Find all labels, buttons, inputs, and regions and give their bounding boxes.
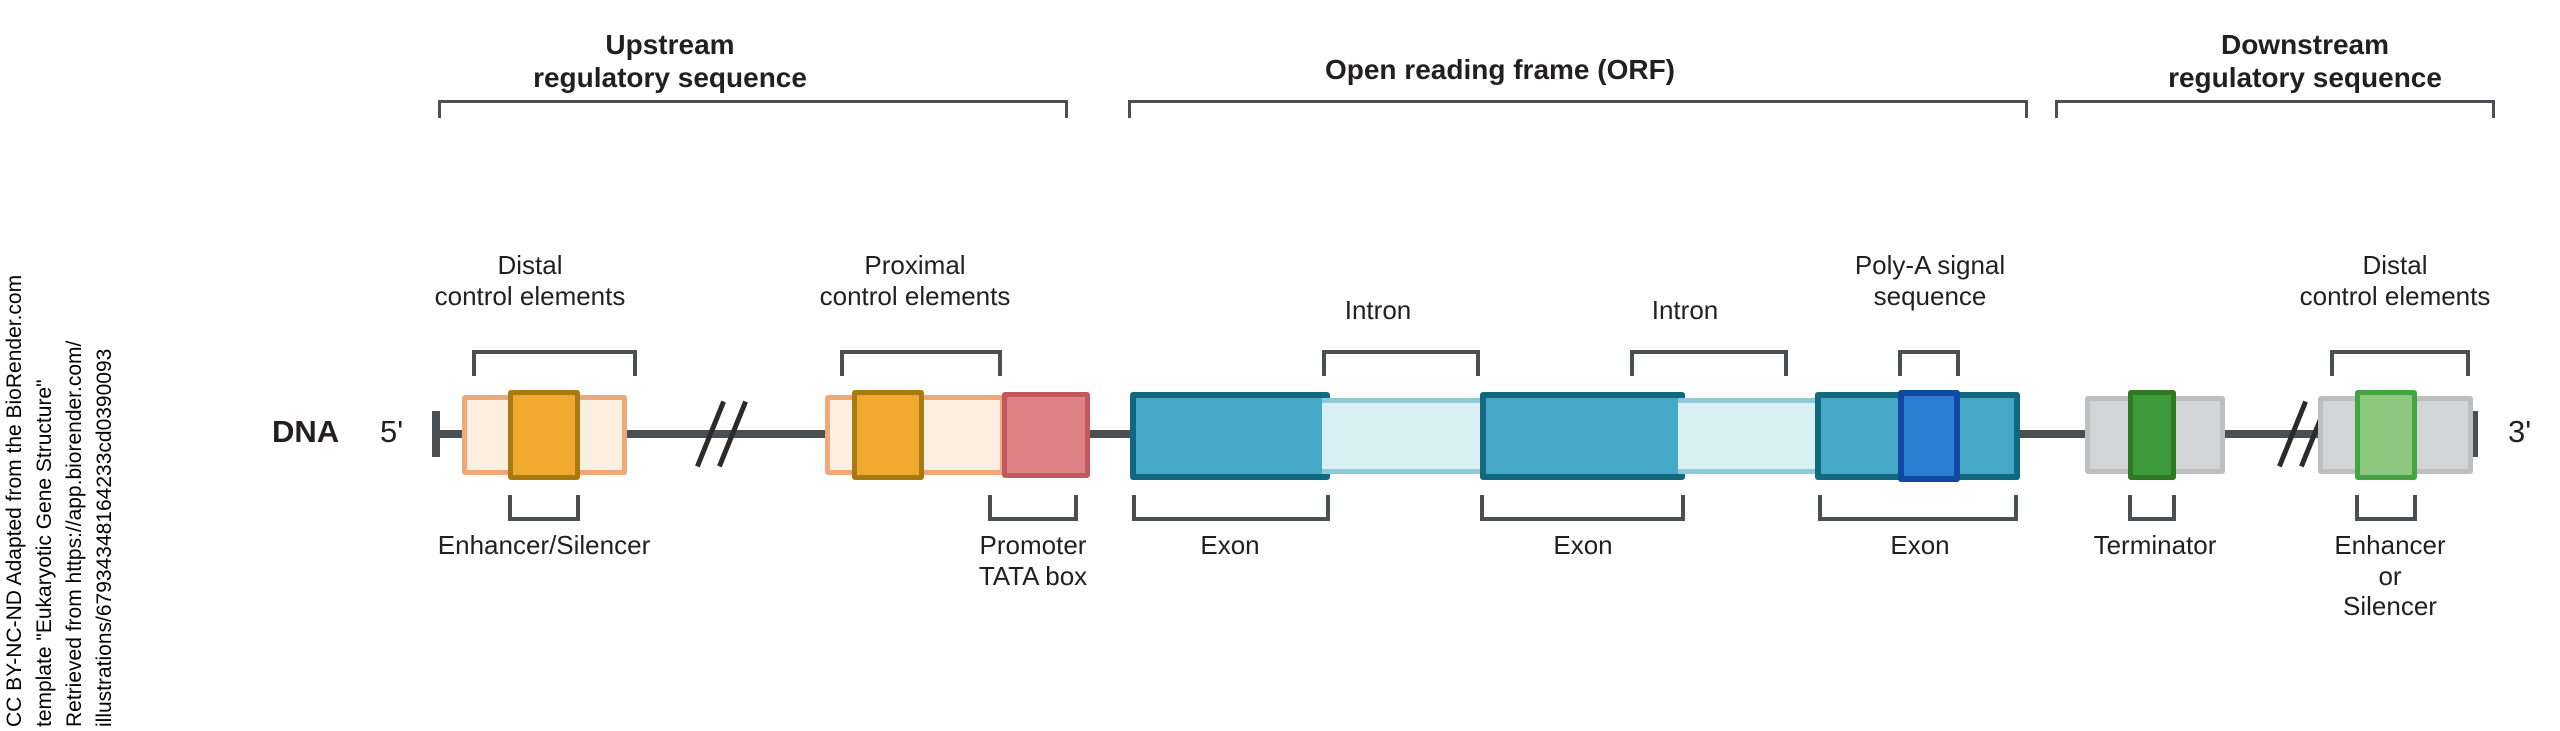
section-heading-upstream: Upstream regulatory sequence <box>533 29 807 94</box>
five-prime-cap <box>432 411 440 457</box>
callout-bracket-distal-left <box>472 350 637 376</box>
callout-bracket-polya <box>1898 350 1960 376</box>
callout-bracket-proximal <box>840 350 1002 376</box>
proximal-control-element <box>852 390 924 480</box>
three-prime-label: 3' <box>2508 414 2532 449</box>
section-bracket-upstream <box>438 100 1068 118</box>
callout-label-exon-3: Exon <box>1890 530 1950 560</box>
dna-line-segment-1 <box>438 430 498 438</box>
dna-line-segment-5 <box>2222 430 2422 438</box>
promoter-tata-box <box>1002 392 1090 478</box>
section-heading-downstream: Downstream regulatory sequence <box>2168 29 2442 94</box>
callout-label-proximal-control-elements: Proximal control elements <box>819 250 1011 311</box>
callout-label-distal-control-elements-left: Distal control elements <box>434 250 626 311</box>
distal-control-elements-box-right <box>2318 396 2473 474</box>
polya-signal-sequence-box <box>1898 390 1960 482</box>
terminator-box <box>2085 396 2225 474</box>
intron-2-box <box>1678 398 1823 474</box>
dna-line-segment-2 <box>620 430 825 438</box>
callout-bracket-intron-1 <box>1322 350 1480 376</box>
section-heading-orf: Open reading frame (ORF) <box>1324 54 1676 85</box>
callout-label-enhancer-or-silencer: Enhancer or Silencer <box>2334 530 2446 622</box>
dna-line-segment-4 <box>2020 430 2090 438</box>
attribution-line-4: illustrations/67934348164233cd0390093 <box>93 348 116 727</box>
dna-line-segment-3 <box>1060 430 1130 438</box>
enhancer-silencer-element-right <box>2355 390 2417 480</box>
callout-bracket-exon-1 <box>1132 495 1330 521</box>
callout-label-intron-2: Intron <box>1651 295 1719 325</box>
five-prime-label: 5' <box>380 414 404 449</box>
proximal-control-elements-box <box>825 395 1005 475</box>
terminator-element <box>2128 390 2176 480</box>
dna-break-mark-1 <box>695 399 754 469</box>
attribution-line-3: Retrieved from https://app.biorender.com… <box>63 340 86 727</box>
callout-bracket-promoter-tata <box>988 495 1078 521</box>
callout-label-exon-1: Exon <box>1200 530 1260 560</box>
callout-label-exon-2: Exon <box>1553 530 1613 560</box>
dna-line-segment-6 <box>2414 430 2474 438</box>
callout-bracket-distal-right <box>2330 350 2470 376</box>
three-prime-cap <box>2470 411 2478 457</box>
dna-break-mark-2 <box>2277 399 2336 469</box>
callout-label-polya-signal-sequence: Poly-A signal sequence <box>1854 250 2006 311</box>
attribution-text: CC BY-NC-ND Adapted from the BioRender.c… <box>0 0 116 731</box>
distal-control-elements-box-left <box>462 395 627 475</box>
exon-3-box <box>1815 392 2020 480</box>
section-bracket-orf <box>1128 100 2028 118</box>
attribution-line-1: CC BY-NC-ND Adapted from the BioRender.c… <box>3 274 26 727</box>
callout-label-distal-control-elements-right: Distal control elements <box>2299 250 2491 311</box>
intron-1-box <box>1322 398 1487 474</box>
callout-label-promoter-tata-box: Promoter TATA box <box>978 530 1088 591</box>
section-bracket-downstream <box>2055 100 2495 118</box>
exon-2-box <box>1480 392 1685 480</box>
callout-bracket-enhancer-silencer-left <box>508 495 580 521</box>
enhancer-silencer-element-left <box>508 390 580 480</box>
callout-label-terminator: Terminator <box>2093 530 2217 560</box>
callout-bracket-terminator <box>2128 495 2176 521</box>
callout-bracket-exon-2 <box>1480 495 1685 521</box>
callout-bracket-enhancer-silencer-right <box>2355 495 2417 521</box>
callout-label-enhancer-silencer-left: Enhancer/Silencer <box>437 530 651 560</box>
callout-bracket-exon-3 <box>1818 495 2018 521</box>
exon-1-box <box>1130 392 1330 480</box>
dna-strand-label: DNA <box>272 414 340 449</box>
callout-bracket-intron-2 <box>1630 350 1788 376</box>
attribution-line-2: template "Eukaryotic Gene Structure" <box>33 379 56 727</box>
callout-label-intron-1: Intron <box>1344 295 1412 325</box>
